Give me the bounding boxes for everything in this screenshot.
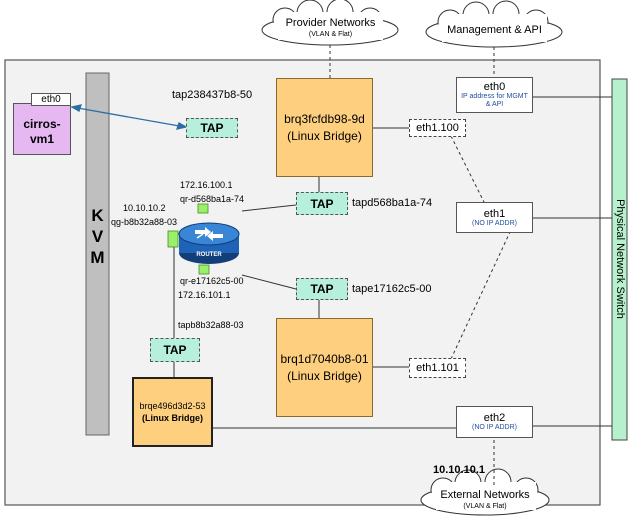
label-qr-d568-name: qr-d568ba1a-74 (180, 194, 245, 204)
cloud-management (425, 0, 563, 48)
tap-d568-label: TAP (310, 196, 334, 211)
vlan-eth1-101: eth1.101 (409, 358, 466, 378)
provider-networks-subtitle: (VLAN & Flat) (308, 31, 353, 38)
bridge-brqe-name: brqe496d3d2-53 (139, 401, 206, 411)
nic-eth1-name: eth1 (483, 207, 506, 220)
vm-tap-link (70, 104, 188, 130)
label-tapb8b3: tapb8b32a88-03 (178, 320, 244, 330)
external-networks-subtitle: (VLAN & Flat) (463, 503, 507, 510)
external-networks-title: External Networks (440, 489, 530, 501)
label-qg-ip: 10.10.10.2 (123, 203, 166, 213)
bridge-brq3-name: brq3fcfdb98-9d (284, 111, 365, 126)
kvm-label: KVM (90, 206, 105, 267)
nic-eth0: eth0 IP address for MGMT & API (456, 77, 533, 113)
tap-d568: TAP (296, 192, 348, 215)
nic-eth0-note: IP address for MGMT & API (461, 93, 528, 108)
vlan-eth1-100-label: eth1.100 (416, 122, 459, 134)
port-qr-d568 (197, 203, 209, 214)
label-external-gateway-ip: 10.10.10.1 (433, 464, 485, 476)
provider-networks-title: Provider Networks (285, 17, 376, 29)
physical-switch-bar (611, 78, 628, 441)
nic-eth2-name: eth2 (483, 412, 506, 424)
label-qr-e171-ip: 172.16.101.1 (178, 290, 231, 300)
tap-vm-label: TAP (200, 121, 224, 135)
label-qr-d568-ip: 172.16.100.1 (180, 180, 233, 190)
provider-networks-cloud: Provider Networks (VLAN & Flat) (278, 17, 383, 39)
cloud-external (420, 468, 550, 516)
management-api-title: Management & API (447, 24, 542, 36)
port-qr-e171 (198, 264, 210, 275)
bridge-brq1d7040b8: brq1d7040b8-01 (Linux Bridge) (276, 318, 373, 417)
tap-e171: TAP (296, 278, 348, 300)
router-icon (178, 222, 240, 264)
bridge-brq1-type: (Linux Bridge) (287, 368, 362, 383)
bridge-brq3-type: (Linux Bridge) (287, 128, 362, 143)
label-qg-name: qg-b8b32a88-03 (111, 217, 178, 227)
label-tapd568: tapd568ba1a-74 (352, 197, 433, 209)
vm-name: cirros-vm1 (23, 117, 61, 146)
nic-eth0-name: eth0 (483, 81, 506, 93)
physical-switch-label: Physical Network Switch (614, 199, 626, 319)
nic-eth1: eth1 (NO IP ADDR) (456, 202, 533, 233)
kvm-bar (85, 72, 110, 436)
nic-eth2: eth2 (NO IP ADDR) (456, 406, 533, 438)
management-api-cloud: Management & API (442, 24, 547, 37)
nic-eth1-note: (NO IP ADDR) (472, 219, 517, 227)
tap-e171-label: TAP (310, 282, 334, 296)
bridge-brq1-name: brq1d7040b8-01 (280, 351, 369, 366)
port-qg-b8b3 (167, 230, 179, 248)
bridge-brqe496d3d2: brqe496d3d2-53 (Linux Bridge) (132, 377, 213, 447)
vm-eth0-box: eth0 (31, 93, 71, 106)
vm-iface-label: eth0 (41, 94, 61, 105)
cloud-provider (261, 0, 399, 46)
tap-vm: TAP (186, 118, 238, 138)
bridge-brq3fcfdb98: brq3fcfdb98-9d (Linux Bridge) (276, 78, 373, 177)
vlan-eth1-100: eth1.100 (409, 119, 466, 137)
vlan-eth1-101-label: eth1.101 (416, 362, 459, 374)
external-networks-cloud: External Networks (VLAN & Flat) (435, 489, 535, 511)
tap-b8b3-label: TAP (163, 343, 187, 357)
bridge-brqe-type: (Linux Bridge) (142, 413, 203, 423)
router-label: ROUTER (196, 252, 222, 258)
cirros-vm1-box: cirros-vm1 (13, 103, 71, 155)
label-tape171: tape17162c5-00 (352, 283, 432, 295)
label-tap238437b8: tap238437b8-50 (172, 89, 253, 101)
nic-eth2-note: (NO IP ADDR) (472, 424, 517, 431)
label-qr-e171-name: qr-e17162c5-00 (180, 276, 244, 286)
tap-b8b3: TAP (150, 338, 200, 362)
